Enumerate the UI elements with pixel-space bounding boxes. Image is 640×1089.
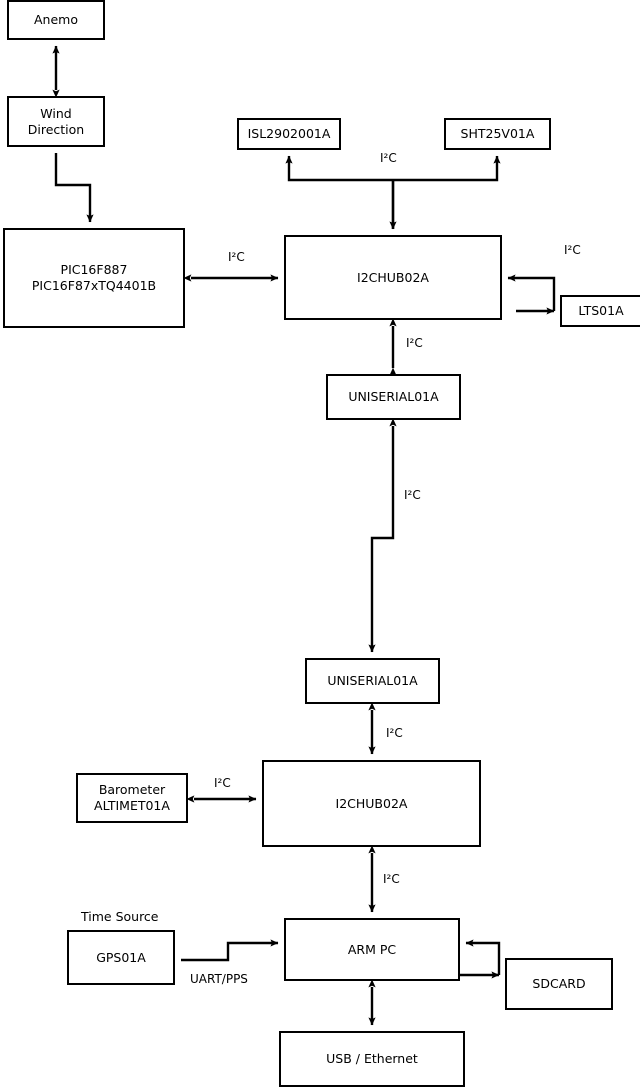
- edge-label-i2c-top-bus: I²C: [380, 151, 397, 165]
- node-gps01a[interactable]: GPS01A: [67, 930, 175, 985]
- node-gps01a-label: GPS01A: [96, 949, 146, 965]
- node-anemo-label: Anemo: [34, 12, 78, 27]
- node-pic-microcontroller[interactable]: PIC16F887 PIC16F87xTQ4401B: [3, 228, 185, 328]
- node-barometer-altimet01a-label: Barometer ALTIMET01A: [94, 782, 170, 813]
- node-sdcard[interactable]: SDCARD: [505, 958, 613, 1010]
- label-time-source: Time Source: [81, 909, 159, 924]
- connector-hubtop-isl: [285, 155, 393, 182]
- edge-label-i2c-uniserial-top: I²C: [406, 336, 423, 350]
- edge-label-i2c-uniserial-bottom: I²C: [386, 726, 403, 740]
- node-arm-pc[interactable]: ARM PC: [284, 918, 460, 981]
- node-sht25v01a[interactable]: SHT25V01A: [444, 118, 551, 150]
- node-isl2902001a[interactable]: ISL2902001A: [237, 118, 341, 150]
- connector-hubtop-lts-in: [507, 274, 556, 311]
- connector-winddir-pic: [54, 153, 94, 223]
- node-wind-direction[interactable]: Wind Direction: [7, 96, 105, 147]
- node-isl2902001a-label: ISL2902001A: [247, 126, 331, 141]
- node-pic-microcontroller-label: PIC16F887 PIC16F87xTQ4401B: [31, 262, 157, 293]
- node-usb-ethernet[interactable]: USB / Ethernet: [279, 1031, 465, 1087]
- node-i2chub02a-top-label: I2CHUB02A: [357, 269, 429, 285]
- node-uniserial01a-bottom[interactable]: UNISERIAL01A: [305, 658, 440, 704]
- node-wind-direction-label: Wind Direction: [27, 105, 85, 137]
- node-i2chub02a-bottom-label: I2CHUB02A: [335, 795, 408, 811]
- node-barometer-altimet01a[interactable]: Barometer ALTIMET01A: [76, 773, 188, 823]
- node-uniserial01a-bottom-label: UNISERIAL01A: [327, 673, 418, 688]
- node-i2chub02a-top[interactable]: I2CHUB02A: [284, 235, 502, 320]
- node-lts01a[interactable]: LTS01A: [560, 295, 640, 327]
- edge-label-i2c-pic-hub: I²C: [228, 250, 245, 264]
- connector-armpc-sdcard-in: [465, 939, 501, 975]
- node-lts01a-label: LTS01A: [578, 303, 624, 318]
- connector-gps-armpc: [181, 939, 279, 962]
- connector-hubtop-sht: [393, 155, 501, 182]
- node-sht25v01a-label: SHT25V01A: [460, 126, 535, 141]
- connector-uniserialtop-uniserialbot: [368, 418, 397, 653]
- edge-label-i2c-barometer: I²C: [214, 776, 231, 790]
- edge-label-uart-pps: UART/PPS: [190, 972, 248, 986]
- edge-label-i2c-long-run: I²C: [404, 488, 421, 502]
- edge-label-i2c-lts: I²C: [564, 243, 581, 257]
- node-usb-ethernet-label: USB / Ethernet: [326, 1051, 418, 1066]
- node-i2chub02a-bottom[interactable]: I2CHUB02A: [262, 760, 481, 847]
- node-arm-pc-label: ARM PC: [347, 941, 397, 957]
- node-uniserial01a-top[interactable]: UNISERIAL01A: [326, 374, 461, 420]
- node-sdcard-label: SDCARD: [532, 976, 586, 991]
- edge-label-i2c-armpc: I²C: [383, 872, 400, 886]
- node-anemo[interactable]: Anemo: [7, 0, 105, 40]
- node-uniserial01a-top-label: UNISERIAL01A: [348, 389, 439, 404]
